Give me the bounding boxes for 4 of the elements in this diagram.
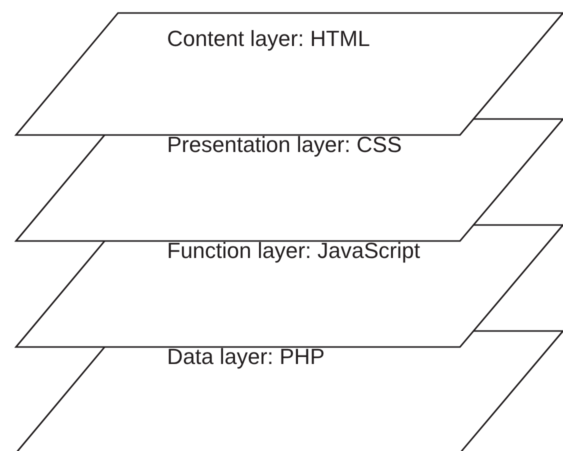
layer-label: Presentation layer: CSS — [167, 132, 402, 158]
layer-label: Content layer: HTML — [167, 26, 370, 52]
layer-label: Function layer: JavaScript — [167, 238, 420, 264]
layer-label: Data layer: PHP — [167, 344, 325, 370]
